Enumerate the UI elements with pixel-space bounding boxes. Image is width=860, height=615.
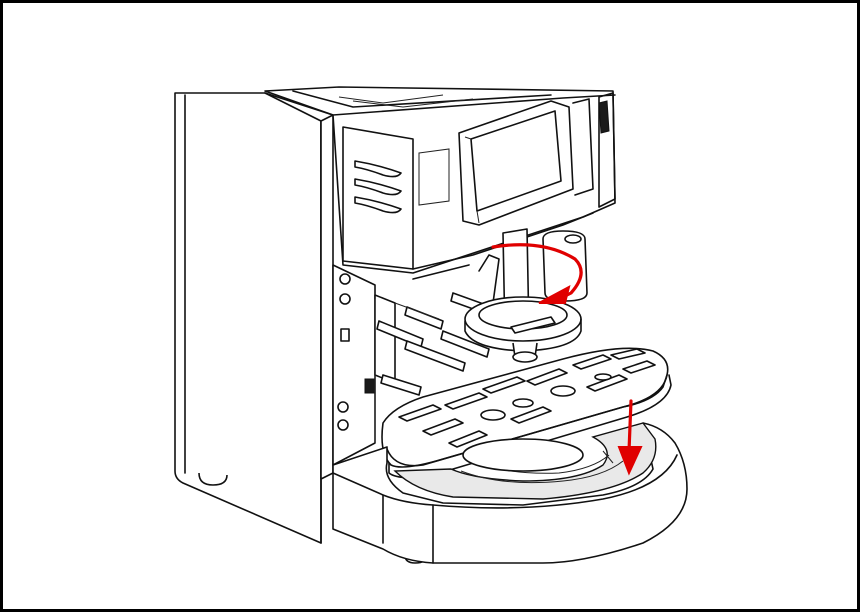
cup-holder-ring: [464, 296, 582, 363]
drip-grate: [381, 347, 672, 479]
drip-tray-base: [332, 422, 688, 564]
machine-illustration: [174, 86, 688, 564]
display-screen: [470, 110, 562, 212]
power-switch-icon: [598, 100, 610, 134]
rotation-arrow: [491, 243, 583, 304]
machine-head: [264, 86, 616, 280]
inner-mechanism: [332, 264, 504, 466]
downward-arrow: [617, 399, 643, 476]
